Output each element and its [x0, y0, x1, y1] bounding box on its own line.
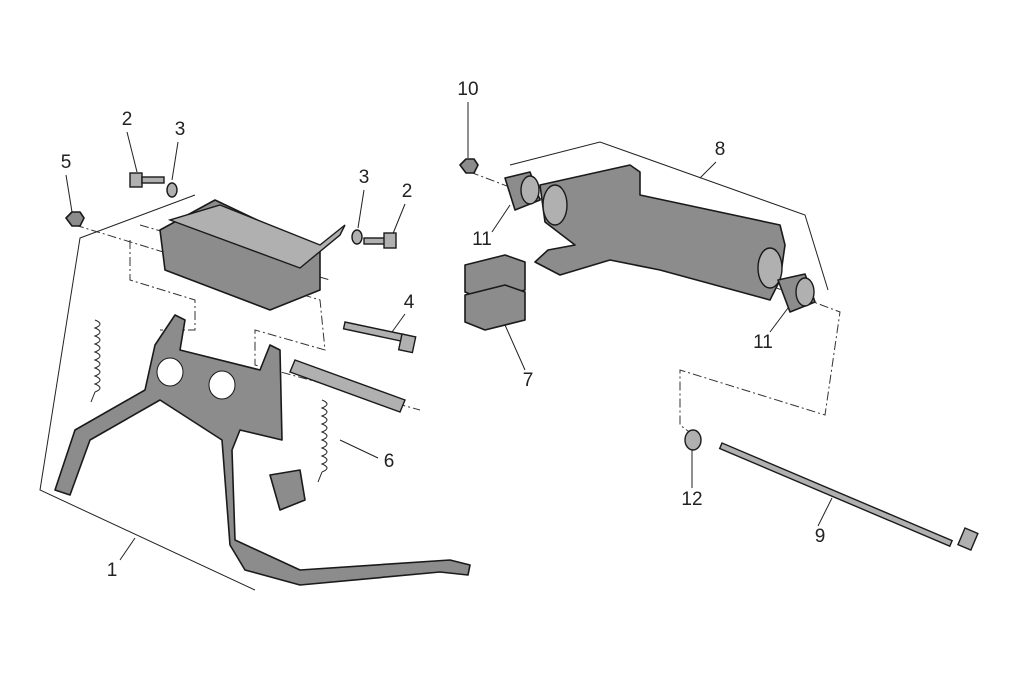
leader-lines	[65, 102, 833, 561]
callout-11: 11	[753, 332, 773, 353]
bolt-2-right	[363, 232, 397, 249]
group-bracket-stand	[39, 194, 256, 591]
nut-10	[459, 158, 479, 174]
stand-hole	[156, 357, 184, 387]
callout-3: 3	[358, 167, 370, 188]
callout-3: 3	[174, 119, 186, 140]
callout-1: 1	[106, 560, 118, 581]
bolt-4	[342, 321, 417, 354]
swing-arm-tube-end	[757, 247, 783, 289]
stand-hole	[208, 370, 236, 400]
bushing-11-bottom	[777, 273, 816, 313]
callout-2: 2	[121, 109, 133, 130]
callout-4: 4	[403, 292, 415, 313]
washer-3-left	[166, 182, 178, 198]
callout-12: 12	[681, 489, 703, 510]
swing-arm	[534, 164, 786, 301]
pin	[289, 359, 406, 413]
group-bracket-swingarm	[509, 141, 829, 291]
center-stand	[54, 314, 471, 586]
rubber-block-7	[464, 254, 526, 331]
nut-5	[65, 211, 85, 227]
bolt-2-left	[129, 172, 165, 188]
callout-2: 2	[401, 181, 413, 202]
callout-10: 10	[457, 79, 479, 100]
washer-12	[684, 429, 702, 451]
callout-8: 8	[714, 139, 726, 160]
callout-11: 11	[472, 229, 492, 250]
callout-6: 6	[383, 451, 395, 472]
washer-3-right	[351, 229, 363, 245]
swing-arm-tube-end	[542, 184, 568, 226]
stand-foot	[269, 469, 306, 511]
bushing-11-top	[504, 171, 541, 211]
callout-7: 7	[522, 370, 534, 391]
callout-5: 5	[60, 152, 72, 173]
callout-9: 9	[814, 526, 826, 547]
support-top	[167, 204, 346, 269]
bolt-9	[718, 442, 979, 551]
spring-6	[317, 399, 328, 483]
spring-left	[90, 319, 101, 403]
